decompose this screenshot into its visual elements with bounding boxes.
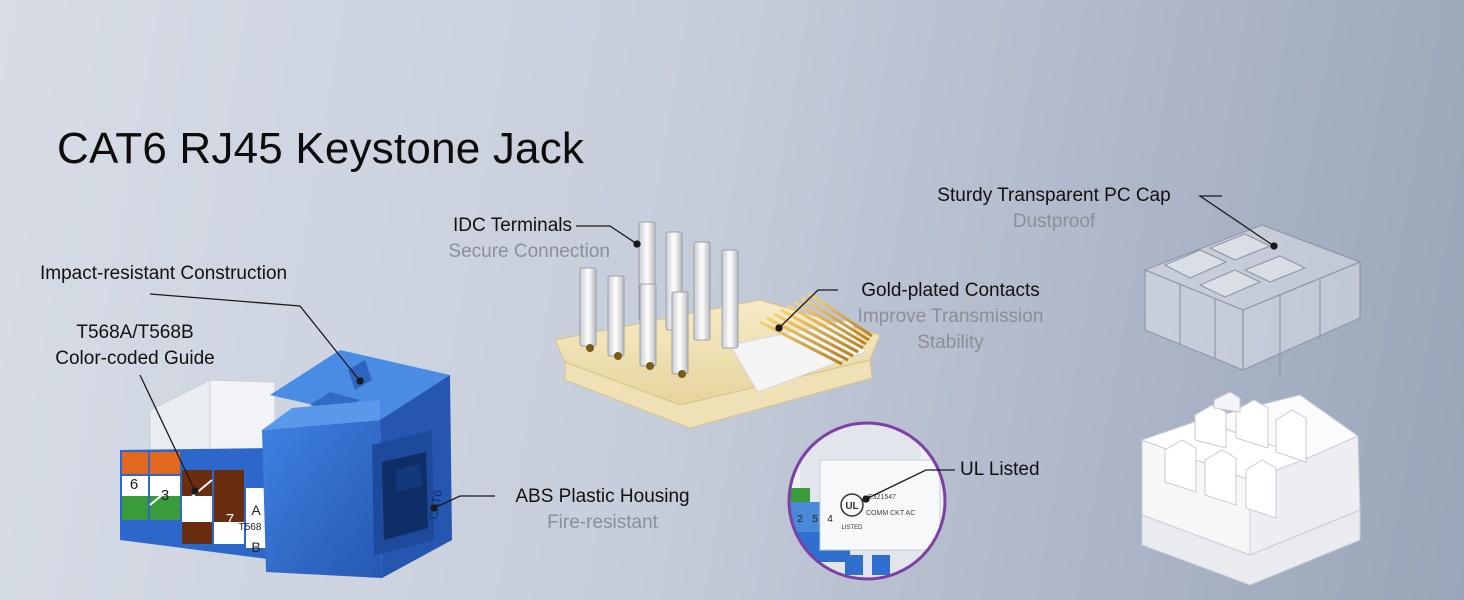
color-guide-line1: T568A/T568B	[76, 322, 194, 343]
idc-title: IDC Terminals	[453, 215, 572, 236]
transparent-cap	[1143, 224, 1362, 378]
color-guide-label: T568A/T568B Color-coded Guide	[40, 320, 230, 372]
keystone-jack: 6 3 8 7 A T568 B CAT6	[120, 350, 452, 578]
ul-badge: 2 5 4 UL LISTED E321547 COMM CKT AC	[787, 421, 947, 581]
ul-leader-line	[865, 469, 955, 500]
impact-leader-line	[149, 293, 361, 382]
cap-label: Sturdy Transparent PC Cap Dustproof	[914, 183, 1194, 235]
gold-leader-line	[778, 289, 838, 329]
ul-file-number: E321547	[868, 494, 896, 501]
cap-title: Sturdy Transparent PC Cap	[937, 185, 1171, 206]
color-guide-line2: Color-coded Guide	[55, 348, 215, 369]
gold-title: Gold-plated Contacts	[861, 280, 1040, 301]
ul-badge-ring	[787, 421, 947, 581]
gold-contact-wires	[759, 292, 873, 366]
ul-label: UL Listed	[960, 457, 1040, 483]
pin-3: 3	[161, 487, 169, 504]
abs-title: ABS Plastic Housing	[515, 486, 690, 507]
ul-listed-text: LISTED	[841, 525, 863, 531]
idc-assembly	[554, 221, 881, 429]
impact-label: Impact-resistant Construction	[40, 261, 287, 287]
idc-blades	[579, 221, 739, 375]
cap-leader-line	[1197, 195, 1275, 247]
ul-pin-2: 2	[797, 514, 803, 525]
abs-subtitle: Fire-resistant	[547, 512, 658, 533]
ul-pin-4: 4	[827, 514, 833, 525]
abs-leader-line	[433, 495, 495, 509]
white-idc-cover	[1140, 391, 1361, 586]
solder-points	[586, 344, 686, 378]
pin-6: 6	[130, 476, 138, 493]
abs-label: ABS Plastic Housing Fire-resistant	[495, 484, 710, 536]
pin-7: 7	[226, 511, 234, 528]
ul-rating: COMM CKT AC	[866, 510, 915, 517]
idc-leader-line	[576, 225, 638, 245]
cap-subtitle: Dustproof	[1012, 211, 1096, 232]
ul-pin-5: 5	[812, 514, 818, 525]
impact-title: Impact-resistant Construction	[40, 263, 288, 284]
idc-label: IDC Terminals Secure Connection	[410, 213, 610, 265]
ul-mark: UL	[845, 501, 858, 512]
ul-title: UL Listed	[960, 459, 1040, 480]
gold-subtitle-1: Improve Transmission	[857, 306, 1044, 327]
standard-code: T568	[239, 522, 262, 533]
standard-b: B	[251, 539, 260, 555]
leader-lines	[139, 195, 1278, 512]
face-mark: CAT6	[426, 488, 445, 520]
gold-subtitle-2: Stability	[917, 332, 984, 353]
gold-label: Gold-plated Contacts Improve Transmissio…	[838, 278, 1063, 356]
standard-a: A	[251, 502, 261, 518]
pin-8: 8	[194, 497, 202, 514]
color-guide-leader-line	[139, 374, 196, 492]
idc-subtitle: Secure Connection	[448, 241, 610, 262]
ul-mark-circle	[840, 493, 864, 517]
page-title: CAT6 RJ45 Keystone Jack	[57, 124, 585, 173]
